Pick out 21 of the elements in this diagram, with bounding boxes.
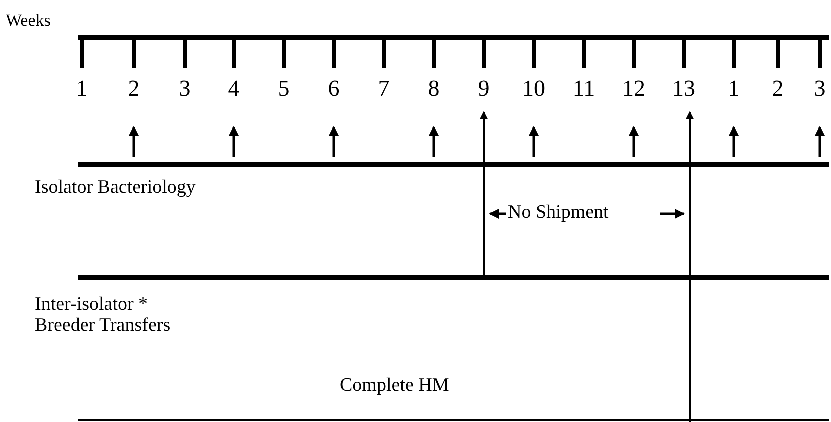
axis-title: Weeks — [6, 12, 51, 31]
week-number: 2 — [772, 76, 784, 102]
span-label: No Shipment — [508, 203, 609, 224]
week-number: 8 — [428, 76, 440, 102]
week-number: 1 — [76, 76, 88, 102]
week-number: 6 — [328, 76, 340, 102]
row-label: Isolator Bacteriology — [35, 178, 196, 199]
week-number: 10 — [522, 76, 546, 102]
week-number: 2 — [128, 76, 140, 102]
week-number: 3 — [179, 76, 191, 102]
week-number: 1 — [728, 76, 740, 102]
week-number: 12 — [622, 76, 646, 102]
week-number: 7 — [378, 76, 390, 102]
week-number: 5 — [278, 76, 290, 102]
row-label: Inter-isolator * Breeder Transfers — [35, 295, 172, 337]
week-number: 11 — [572, 76, 596, 102]
week-number: 4 — [228, 76, 240, 102]
week-number: 3 — [814, 76, 826, 102]
row-label: Complete HM — [340, 376, 450, 397]
week-number: 9 — [478, 76, 490, 102]
week-number: 13 — [672, 76, 696, 102]
